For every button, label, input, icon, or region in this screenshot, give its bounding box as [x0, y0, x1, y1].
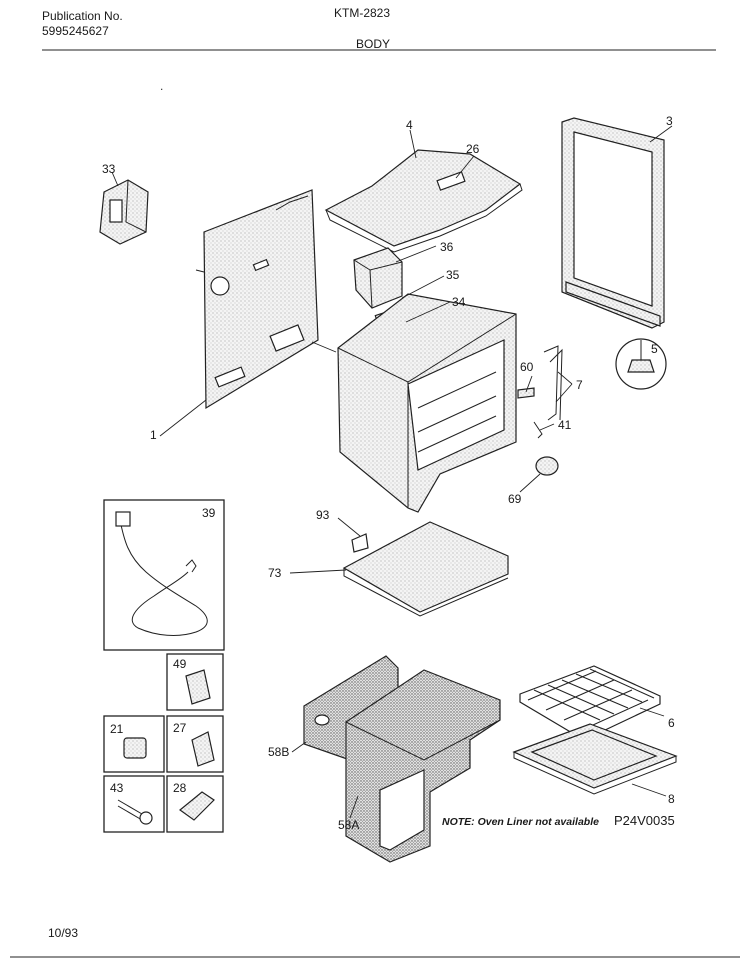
- scan-mark: .: [160, 79, 163, 93]
- callout-93: 93: [316, 508, 330, 522]
- part-3-door-frame: [561, 117, 665, 329]
- callout-28: 28: [173, 781, 187, 795]
- oven-liner-note: NOTE: Oven Liner not available: [442, 816, 599, 828]
- callout-26: 26: [466, 142, 480, 156]
- callout-3: 3: [666, 114, 673, 128]
- callout-49: 49: [173, 657, 187, 671]
- part-5-leveling-leg: [615, 338, 667, 390]
- part-8-oven-bottom: [512, 723, 678, 795]
- part-33-bracket: [99, 179, 149, 245]
- callout-58b: 58B: [268, 745, 290, 759]
- drawing-code: P24V0035: [614, 813, 675, 828]
- publication-number: 5995245627: [42, 24, 109, 38]
- callout-69: 69: [508, 492, 522, 506]
- part-43-screw: [117, 799, 153, 825]
- callout-39: 39: [202, 506, 216, 520]
- part-28-clip: [179, 791, 215, 821]
- part-43-box: [103, 775, 165, 833]
- part-36-vent-duct: [353, 247, 403, 309]
- callout-58a: 58A: [338, 818, 360, 832]
- part-93-bracket: [351, 533, 369, 553]
- part-4-top-panel: [324, 149, 523, 253]
- part-39-power-cord: [115, 511, 208, 636]
- callout-60: 60: [520, 360, 534, 374]
- callout-1: 1: [150, 428, 157, 442]
- callout-41: 41: [558, 418, 572, 432]
- callout-5: 5: [651, 342, 658, 356]
- publication-label: Publication No.: [42, 9, 123, 23]
- revision-date: 10/93: [48, 926, 79, 940]
- callout-6: 6: [668, 716, 675, 730]
- part-21-block: [123, 737, 147, 759]
- callout-21: 21: [110, 722, 124, 736]
- part-1-back-panel: [195, 189, 319, 410]
- part-6-oven-rack: [519, 665, 661, 741]
- callout-35: 35: [446, 268, 460, 282]
- main-oven-body: [337, 293, 517, 513]
- callout-33: 33: [102, 162, 116, 176]
- callout-34: 34: [452, 295, 466, 309]
- callout-43: 43: [110, 781, 124, 795]
- callout-27: 27: [173, 721, 187, 735]
- callout-8: 8: [668, 792, 675, 806]
- leader-lines: [111, 125, 673, 819]
- part-69-knob: [535, 456, 559, 476]
- part-49-clip: [185, 669, 211, 705]
- part-73-bottom-panel: [342, 521, 509, 617]
- model-number: KTM-2823: [334, 6, 391, 20]
- callout-73: 73: [268, 566, 282, 580]
- callout-36: 36: [440, 240, 454, 254]
- part-58a-insulation: [345, 669, 501, 863]
- callout-4: 4: [406, 118, 413, 132]
- callout-7: 7: [576, 378, 583, 392]
- section-title: BODY: [356, 37, 391, 51]
- part-27-clip: [191, 731, 215, 767]
